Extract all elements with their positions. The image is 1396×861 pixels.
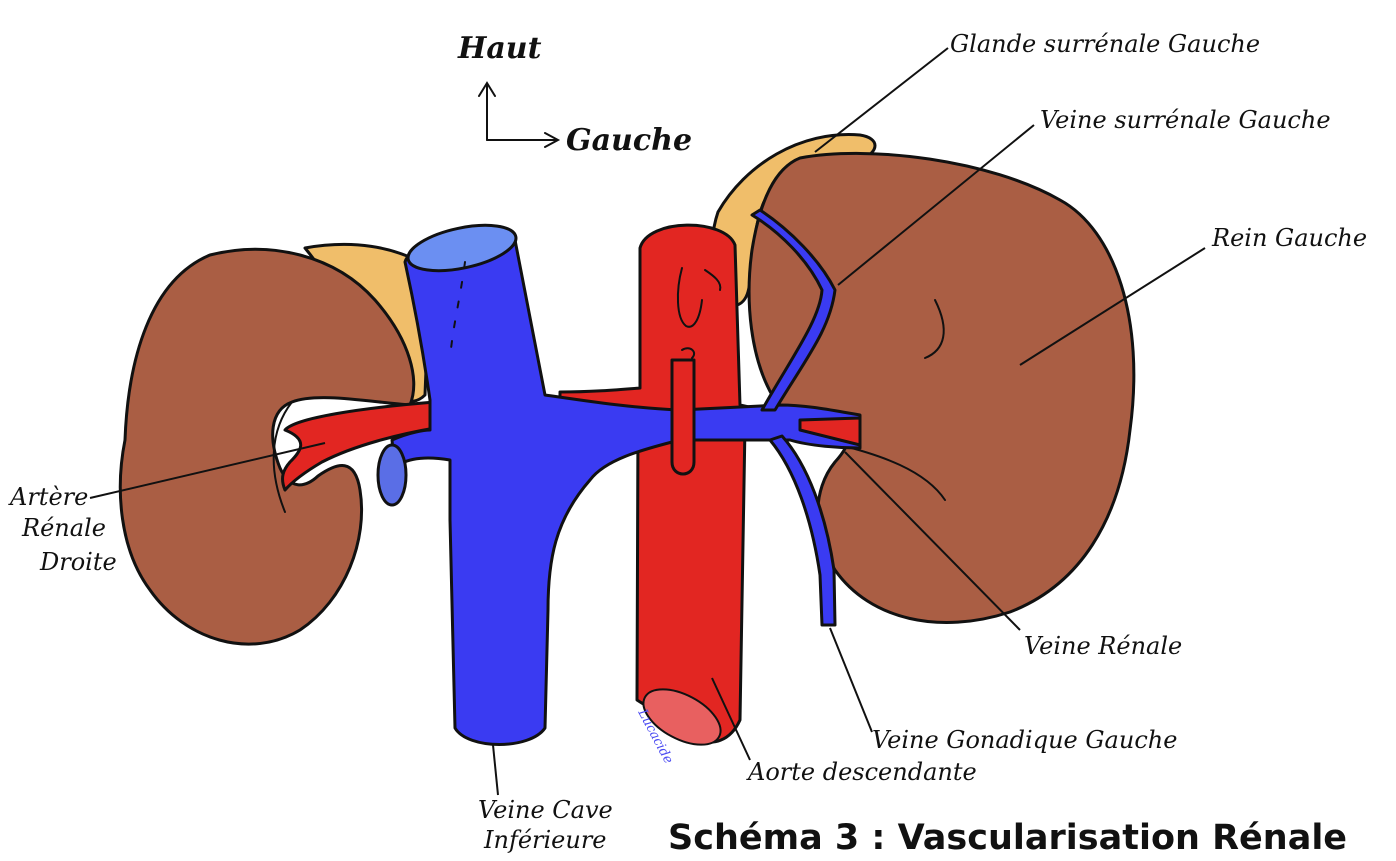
up-arrow bbox=[479, 83, 495, 140]
label-left-kidney: Rein Gauche bbox=[1211, 224, 1367, 252]
label-right-renal-artery-2: Rénale bbox=[21, 514, 106, 542]
right-kidney bbox=[120, 249, 413, 644]
label-right-renal-artery-3: Droite bbox=[39, 548, 117, 576]
ivc-side-stump bbox=[378, 445, 406, 505]
label-left-adrenal-gland: Glande surrénale Gauche bbox=[950, 30, 1260, 58]
label-renal-vein: Veine Rénale bbox=[1024, 632, 1182, 660]
superior-mesenteric-artery bbox=[672, 360, 694, 474]
orientation-up-label: Haut bbox=[457, 31, 542, 66]
left-arrow bbox=[487, 133, 558, 147]
left-adrenal-gland-leader bbox=[815, 48, 948, 152]
left-gonadal-vein-leader bbox=[830, 628, 872, 732]
label-ivc-1: Veine Cave bbox=[478, 796, 613, 824]
left-gonadal-vein bbox=[770, 436, 835, 625]
figure-caption: Schéma 3 : Vascularisation Rénale bbox=[668, 818, 1347, 858]
orientation-axes: Haut Gauche bbox=[457, 31, 692, 158]
label-left-adrenal-vein: Veine surrénale Gauche bbox=[1040, 106, 1331, 134]
label-ivc-2: Inférieure bbox=[483, 826, 607, 854]
left-kidney bbox=[749, 153, 1134, 622]
ivc-leader bbox=[493, 745, 498, 795]
orientation-left-label: Gauche bbox=[566, 123, 692, 158]
label-right-renal-artery-1: Artère bbox=[8, 483, 88, 511]
label-descending-aorta: Aorte descendante bbox=[746, 758, 977, 786]
label-left-gonadal-vein: Veine Gonadique Gauche bbox=[872, 726, 1177, 754]
